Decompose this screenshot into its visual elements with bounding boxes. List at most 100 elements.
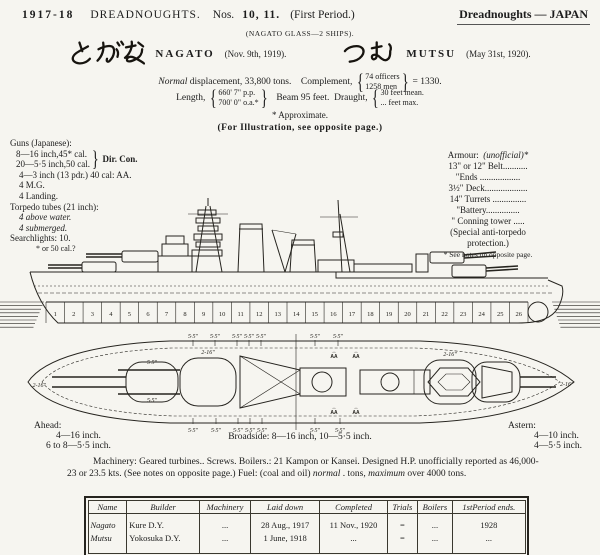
length-label: Length, — [176, 92, 206, 103]
gun-label-55in: 5·5" — [188, 334, 199, 340]
landing-guns: 4 Landing. — [19, 191, 58, 202]
class-line: (NAGATO GLASS—2 SHIPS). — [245, 29, 355, 38]
ahead-secondary: 6 to 8—5·5 inch. — [46, 441, 111, 451]
table-header-cell: Boilers — [416, 500, 454, 515]
displacement-value: displacement, 33,800 tons. — [187, 76, 292, 87]
broadside-arc: Broadside: 8—16 inch, 10—5·5 inch. — [228, 432, 372, 442]
machinery-text-1: Machinery: Geared turbines.. Screws. Boi… — [67, 457, 539, 479]
length-stack: 660' 7" p.p.700' 0" o.a.* — [218, 88, 258, 107]
hull-number: 17 — [349, 311, 356, 318]
hull-number: 19 — [386, 311, 393, 318]
hull-number: 2 — [72, 311, 75, 318]
kana-nagato-icon — [72, 40, 146, 65]
gun-label-55in: 5·5" — [147, 398, 158, 404]
guns-list: Guns (Japanese): 8—16 inch,45* cal.20—5·… — [10, 138, 200, 254]
armour-list: Armour: (unofficial)* 13" or 12" Belt...… — [382, 150, 594, 259]
table-cell: ... — [416, 532, 454, 554]
length-pp: 660' 7" p.p. — [218, 88, 256, 97]
aa-arrow-icon: ↔ — [332, 349, 337, 355]
hull-profile — [29, 271, 564, 324]
hull-number: 3 — [91, 311, 94, 318]
page-header: 1917-18 DREADNOUGHTS. Nos. 10, 11. (Firs… — [0, 7, 600, 25]
draught-max: ... feet max. — [380, 97, 419, 107]
plan-labels: 2-16"2-16"2-16"2-16"5·5"5·5"5·5"5·5"5·5"… — [32, 334, 574, 434]
aa-gun-label: AA — [330, 354, 338, 360]
draught-label: Draught, — [334, 92, 368, 103]
astern-secondary: 4—5·5 inch. — [533, 441, 582, 451]
director-control-label: Dir. Con. — [102, 153, 138, 164]
table-header-cell: Laid down — [250, 500, 320, 515]
gun-label-55in: 5·5" — [147, 360, 158, 366]
gun-label-55in: 5·5" — [310, 428, 321, 434]
table-cell: Yokosuka D.Y. — [126, 532, 200, 554]
table-cell: 1928 — [452, 513, 526, 533]
hull-number: 22 — [441, 311, 448, 318]
armour-belt: 13" or 12" Belt........... — [448, 160, 528, 171]
ship-nagato: NAGATO (Nov. 9th, 1919). — [69, 40, 286, 68]
machinery-maximum-word: maximum — [368, 468, 406, 479]
sea-hatching — [0, 301, 600, 328]
gun-label-55in: 5·5" — [333, 334, 344, 340]
armour-unofficial-note: (unofficial)* — [483, 150, 529, 160]
secondary-guns-55in: 20—5·5 inch,50 cal. — [16, 159, 90, 170]
gun-label-55in: 5·5" — [335, 428, 346, 434]
table-cell: Mutsu — [87, 532, 128, 554]
displacement-line: Normal displacement, 33,800 tons. Comple… — [0, 68, 600, 94]
plan-armament — [52, 355, 556, 409]
table-cell: Nagato — [87, 513, 128, 533]
table-header-cell: Name — [87, 500, 128, 515]
gun-label-55in: 5·5" — [232, 334, 243, 340]
astern-arc: Astern: 4—10 inch. 4—5·5 inch. — [508, 421, 582, 451]
hull-number: 6 — [146, 311, 150, 318]
open-brace: { — [209, 84, 217, 110]
armour-torpedo-protection-2: protection.) — [467, 237, 509, 248]
aa-gun-label: AA — [330, 410, 338, 416]
beam-value: Beam 95 feet. — [276, 92, 330, 103]
page-numbers: 10, 11. — [242, 9, 281, 21]
gun-label-55in: 5·5" — [256, 334, 267, 340]
normal-word: Normal — [158, 76, 188, 87]
hull-number: 10 — [219, 311, 226, 318]
hull-number: 14 — [293, 311, 300, 318]
hull-number: 11 — [238, 311, 244, 318]
ahead-main: 4—16 inch. — [56, 431, 101, 441]
gun-label-55in: 5·5" — [310, 334, 321, 340]
table-cell: ... — [416, 513, 454, 533]
ship-launch-date: (May 31st, 1920). — [466, 49, 531, 59]
officers-count: 74 officers — [365, 72, 400, 81]
hull-number: 5 — [128, 311, 131, 318]
draught-stack: 30 feet mean.... feet max. — [381, 88, 424, 107]
length-oa: 700' 0" o.a.* — [218, 97, 259, 107]
open-brace: { — [356, 68, 364, 94]
hull-number: 20 — [404, 311, 411, 318]
draught-mean: 30 feet mean. — [380, 88, 424, 97]
gun-label-55in: 5·5" — [233, 428, 244, 434]
machinery-normal-word: normal — [312, 468, 341, 479]
aa-arrow-icon: ↔ — [354, 349, 359, 355]
table-header-cell: 1stPeriod ends. — [452, 500, 526, 515]
aa-gun-label: AA — [352, 354, 360, 360]
table-header-cell: Machinery — [198, 500, 252, 515]
men-count: 1258 men — [365, 81, 398, 91]
guns-footnote: * or 50 cal.? — [36, 244, 76, 254]
armour-deck: 3½" Deck................... — [448, 182, 528, 193]
ahead-label: Ahead: — [34, 421, 62, 431]
gun-label-55in: 5·5" — [257, 428, 268, 434]
armour-heading-word: Armour: — [447, 150, 479, 160]
aa-arrow-icon: ↔ — [332, 405, 337, 411]
complement-total: = 1330. — [412, 76, 442, 87]
hull-number: 15 — [312, 311, 319, 318]
armour-conning-tower: " Conning tower ..... — [451, 215, 525, 226]
hull-number: 26 — [515, 311, 522, 318]
hull-number: 1 — [54, 311, 57, 318]
hull-number: 18 — [367, 311, 374, 318]
table-header-cell: Completed — [318, 500, 389, 515]
close-brace: } — [401, 68, 409, 94]
table-cell: Kure D.Y. — [126, 513, 200, 533]
